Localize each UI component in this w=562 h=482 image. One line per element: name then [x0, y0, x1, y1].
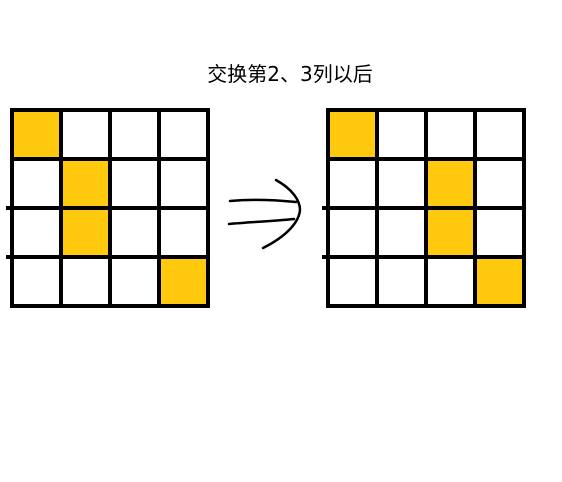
grid-cell: [12, 208, 61, 257]
grid-cell: [110, 110, 159, 159]
grid-cell: [475, 208, 524, 257]
grid-cell: [426, 110, 475, 159]
grid-cell: [328, 208, 377, 257]
grid-cell: [12, 159, 61, 208]
grid-cell-filled: [159, 257, 208, 306]
grid-cell-filled: [12, 110, 61, 159]
grid-after: [322, 108, 526, 308]
grid-cell-filled: [426, 159, 475, 208]
double-arrow-right-icon: [227, 178, 302, 250]
grid-cell: [110, 159, 159, 208]
grid-cell: [159, 208, 208, 257]
grid-cell: [377, 208, 426, 257]
grid-cell: [61, 257, 110, 306]
grid-cell: [159, 110, 208, 159]
grid-cell: [426, 257, 475, 306]
grid-cell: [328, 159, 377, 208]
grid-cell-filled: [61, 208, 110, 257]
grid-cell: [475, 159, 524, 208]
grid-cell: [61, 110, 110, 159]
grid-cell: [475, 110, 524, 159]
grid-before: [6, 108, 210, 308]
grid-cell: [377, 110, 426, 159]
grid-cell: [377, 159, 426, 208]
grid-cell-filled: [475, 257, 524, 306]
grid-cell: [377, 257, 426, 306]
grid-cell-filled: [61, 159, 110, 208]
grid-cell: [110, 257, 159, 306]
grid-cell-filled: [426, 208, 475, 257]
grid-cell: [328, 257, 377, 306]
grid-cell-filled: [328, 110, 377, 159]
grid-cell: [110, 208, 159, 257]
caption-title: 交换第2、3列以后: [207, 62, 373, 86]
grid-cell: [12, 257, 61, 306]
grid-cell: [159, 159, 208, 208]
